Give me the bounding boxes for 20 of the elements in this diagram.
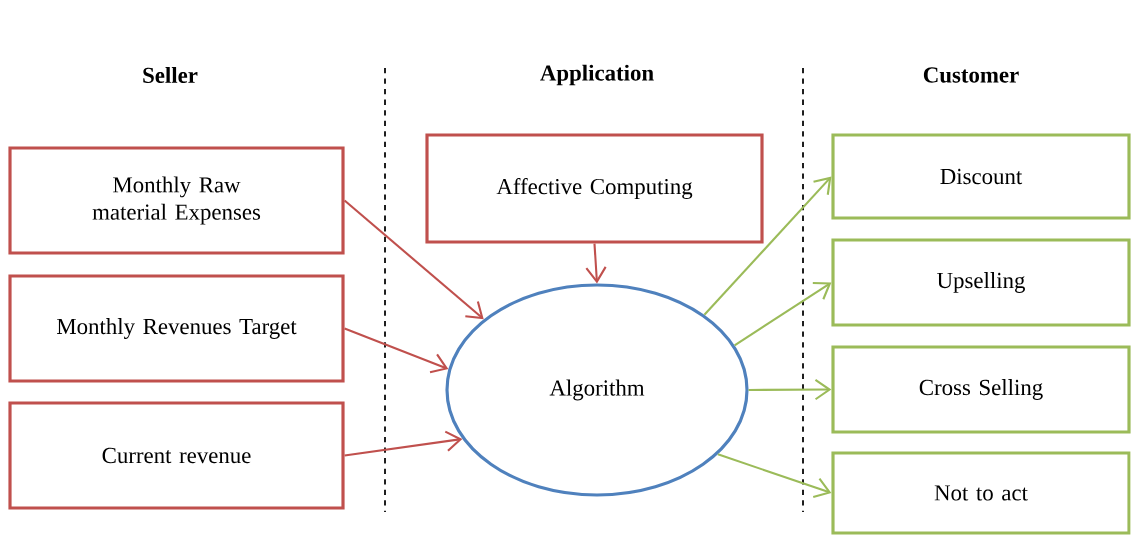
process-box: Monthly Revenues Target [8, 274, 345, 383]
arrow [344, 327, 449, 374]
process-box: Upselling [831, 238, 1131, 327]
ellipse-node: Algorithm [445, 283, 749, 497]
arrow [585, 243, 607, 284]
arrow [343, 199, 484, 320]
process-box: Discount [831, 133, 1131, 220]
process-box: Monthly Raw material Expenses [8, 146, 345, 255]
arrow [717, 453, 832, 498]
process-box: Not to act [831, 451, 1131, 535]
arrow [734, 282, 832, 347]
process-box: Cross Selling [831, 345, 1131, 434]
arrow [703, 176, 832, 316]
process-box: Affective Computing [425, 133, 764, 244]
column-heading: Seller [143, 66, 198, 84]
arrow [748, 379, 832, 401]
column-heading: Customer [923, 67, 1019, 83]
arrow [344, 430, 463, 457]
process-box: Current revenue [8, 401, 345, 510]
column-heading: Application [540, 64, 654, 86]
